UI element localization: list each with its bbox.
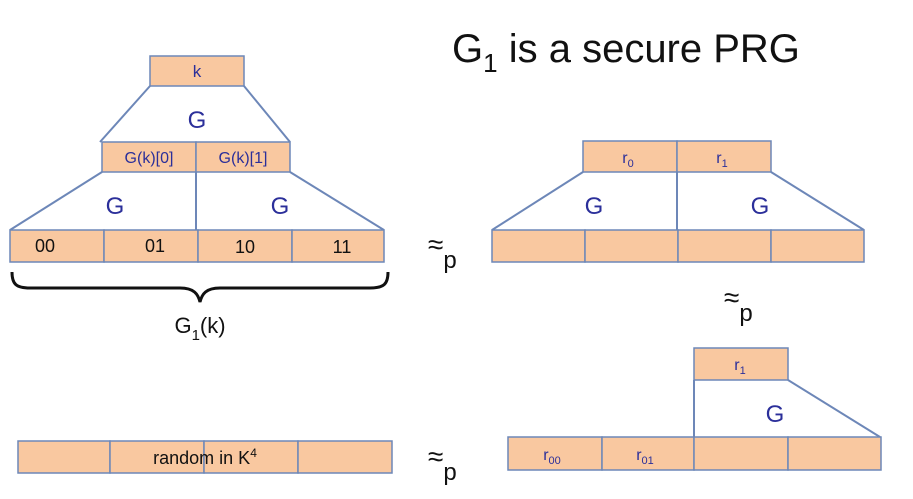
r-out-box-2	[584, 229, 679, 263]
r-out-box-1	[491, 229, 586, 263]
r0-box	[582, 140, 678, 173]
out-box-11	[291, 229, 385, 263]
gk1-box	[195, 141, 291, 173]
r1-label: r1	[716, 150, 727, 170]
random-label: random in K4	[153, 446, 257, 468]
tree-mid-edge-left	[9, 171, 103, 231]
underbrace	[10, 271, 390, 303]
r00-label: r00	[543, 447, 561, 467]
r2-box-3	[693, 436, 789, 471]
key-label: k	[193, 62, 202, 81]
r-out-box-4	[770, 229, 865, 263]
r01-box	[601, 436, 695, 471]
r2-g-label: G	[766, 401, 785, 428]
gk0-box	[101, 141, 197, 173]
tree-mid-edge-right	[289, 171, 385, 231]
title: G1 is a secure PRG	[452, 27, 800, 78]
gk1-label: G(k)[1]	[219, 150, 268, 167]
g-right-label: G	[271, 193, 290, 220]
r01-label: r01	[636, 447, 654, 467]
r-g-left-label: G	[585, 193, 604, 220]
random-box-1	[17, 440, 111, 474]
r2-edge-right	[787, 379, 881, 438]
r2-r1-label: r1	[734, 357, 745, 377]
tree-top-edge-right	[243, 85, 291, 143]
out-label-00: 00	[35, 236, 55, 256]
g-left-label: G	[106, 193, 125, 220]
g-top-label: G	[188, 107, 207, 134]
r-edge-right	[770, 171, 865, 231]
key-box	[149, 55, 245, 87]
out-label-11: 11	[333, 237, 352, 257]
approx-3: ≈p	[428, 441, 457, 486]
g1k-label: G1(k)	[174, 313, 225, 344]
approx-1: ≈p	[428, 229, 457, 274]
r-g-right-label: G	[751, 193, 770, 220]
r2-r1-box	[693, 347, 789, 381]
r0-label: r0	[622, 150, 633, 170]
r2-box-4	[787, 436, 882, 471]
out-label-01: 01	[145, 236, 165, 256]
out-box-00	[9, 229, 105, 263]
tree-top-edge-left	[99, 85, 151, 143]
out-label-10: 10	[235, 237, 255, 257]
random-box-4	[297, 440, 393, 474]
approx-2: ≈p	[724, 282, 753, 327]
r-out-box-3	[677, 229, 772, 263]
r1-box	[676, 140, 772, 173]
r-edge-left	[491, 171, 584, 231]
gk0-label: G(k)[0]	[125, 150, 174, 167]
